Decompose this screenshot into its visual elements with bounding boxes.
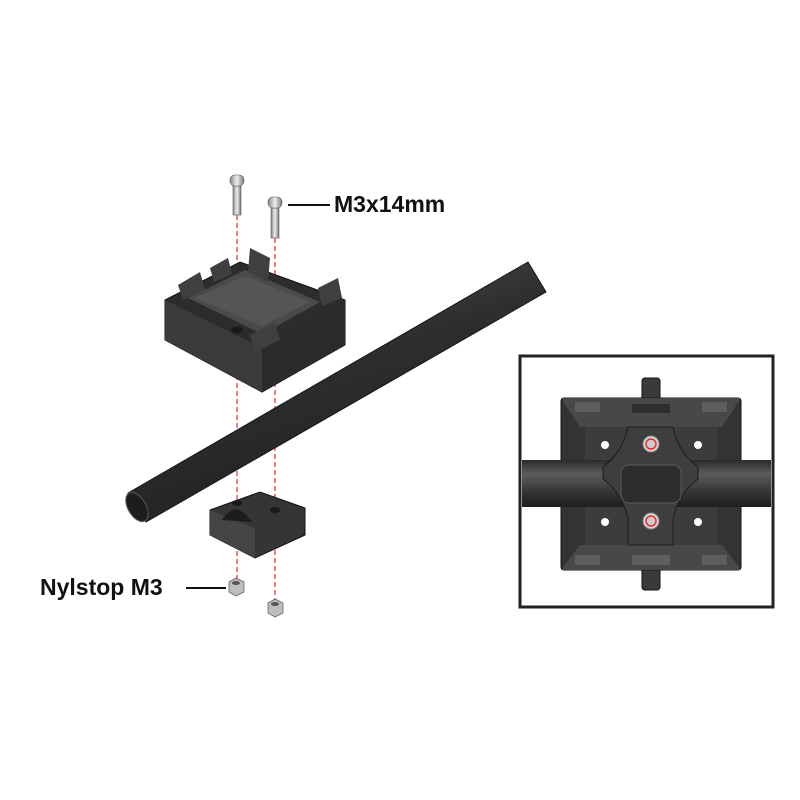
lower-clamp [209,491,306,559]
screw-icon [229,174,245,216]
screw-label: M3x14mm [334,191,446,217]
upper-bracket [164,248,346,393]
inset-bottom-view [518,354,775,609]
nut-icon [642,512,660,530]
nut-icon [267,598,284,618]
screw-icon [267,196,283,239]
carbon-rod [125,261,547,523]
nut-label: Nylstop M3 [40,574,163,600]
nut-icon [228,577,245,597]
nut-icon [642,435,660,453]
